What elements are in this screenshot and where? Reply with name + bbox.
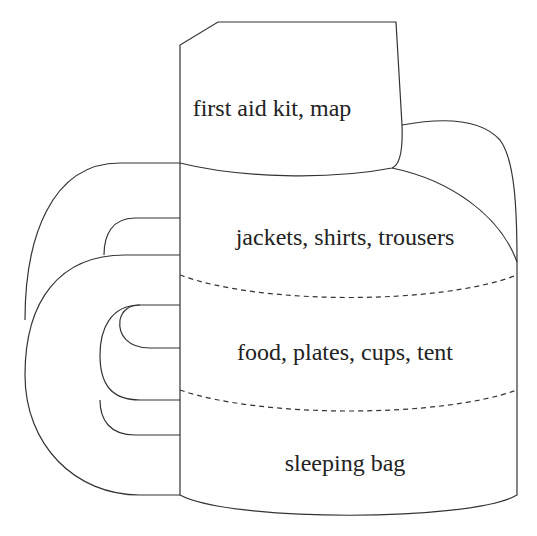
backpack-body [180,163,517,515]
strap-outline [100,400,180,435]
strap-outline [120,305,180,348]
compartment-label: jackets, shirts, trousers [236,223,455,252]
compartment-band: first aid kit, map [188,90,356,127]
strap-outline [104,218,180,255]
strap-outline [25,255,180,495]
strap-outline [25,163,180,320]
compartment-label: first aid kit, map [193,94,352,123]
compartment-divider [180,275,517,298]
compartment-band: jackets, shirts, trousers [231,219,459,256]
backpack-flap [180,22,402,176]
compartment-band: food, plates, cups, tent [221,334,469,371]
compartment-band: sleeping bag [221,445,469,482]
compartment-label: food, plates, cups, tent [237,338,453,367]
compartment-divider [180,390,517,411]
strap-outline [100,305,180,400]
compartment-label: sleeping bag [285,449,406,478]
